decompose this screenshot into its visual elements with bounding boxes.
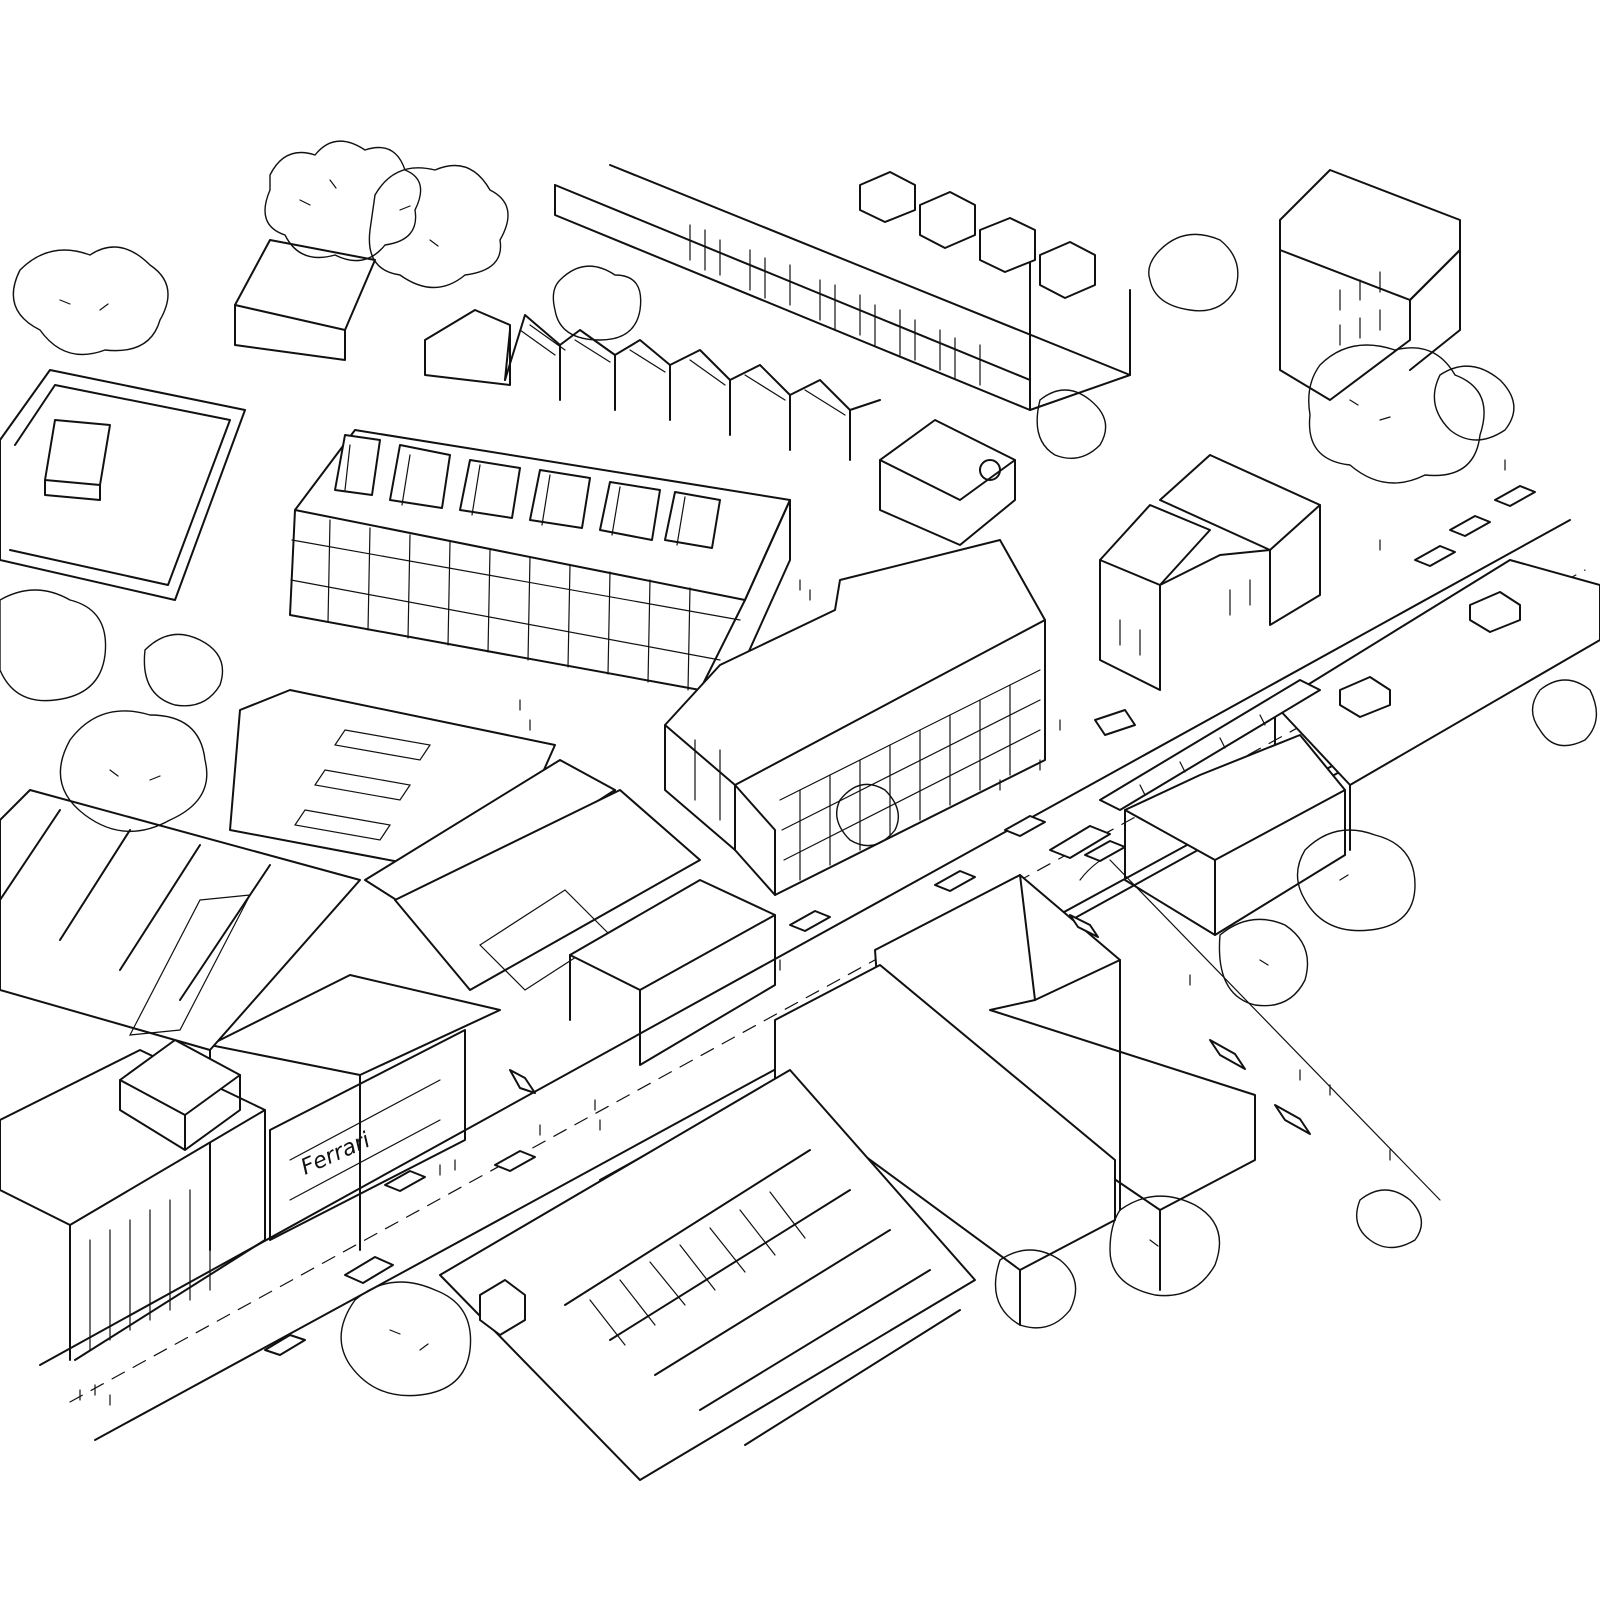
rooftop-boxes xyxy=(859,171,1096,299)
right-gabled-building xyxy=(1124,734,1346,936)
trees xyxy=(0,140,1598,1397)
small-gabled-house xyxy=(234,239,376,361)
rooftop-pavilions xyxy=(334,434,721,549)
cars xyxy=(264,485,1536,1356)
right-long-building xyxy=(1274,559,1600,851)
foreground-sawtooth-roof xyxy=(439,1069,976,1481)
tower-building xyxy=(1279,169,1461,401)
mid-workshop xyxy=(364,759,776,1066)
apartment-block xyxy=(664,539,1046,896)
tram xyxy=(1099,679,1321,811)
office-block xyxy=(0,1039,266,1361)
street-houses xyxy=(1099,454,1321,691)
people xyxy=(79,459,1506,1406)
foreground-warehouse xyxy=(774,874,1256,1326)
flat-roof-hall xyxy=(0,369,246,601)
long-housing-block xyxy=(554,164,1131,411)
round-window-house xyxy=(879,419,1016,546)
glass-building xyxy=(289,429,791,691)
sawtooth-row xyxy=(424,309,881,461)
